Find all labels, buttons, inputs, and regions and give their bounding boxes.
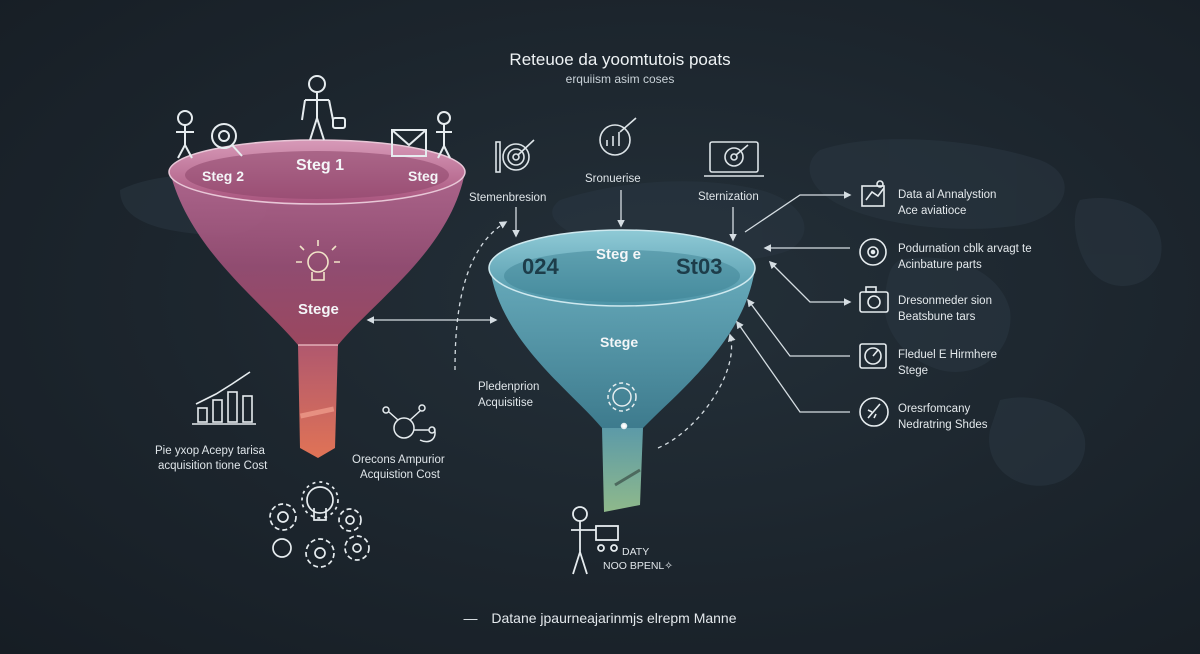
right-list-item-4-line-1: Fleduel E Hirmhere: [898, 349, 998, 361]
chart-person-icon: [861, 180, 885, 207]
right-list-item-1-line-2: Ace aviatioce: [898, 205, 967, 217]
person-icon-left: [176, 110, 243, 159]
chart-note-line-1: Pie yxop Acepy tarisa: [155, 445, 265, 457]
top-icon-label-3: Sternization: [698, 191, 759, 203]
gears-cluster-icon: [269, 481, 370, 568]
middle-text-line-2: Acquisitise: [478, 397, 533, 409]
footer-text: Datane jpaurneajarinmjs elrepm Manne: [491, 610, 737, 626]
left-funnel-label-right: Steg: [408, 168, 439, 184]
middle-text-line-1: Pledenprion: [478, 381, 540, 393]
laptop-target-icon: [704, 141, 764, 177]
right-list-item-2-line-1: Podurnation cblk arvagt te: [898, 243, 1032, 255]
top-icon-label-2: Sronuerise: [585, 173, 641, 185]
gauge-icon: [859, 343, 887, 369]
person-note-line-2: NOO BPENL✧: [603, 560, 674, 572]
right-list-item-4-line-2: Stege: [898, 365, 929, 377]
brain-network-icon: [382, 404, 436, 443]
dartboard-growth-icon: [599, 117, 637, 156]
footer-caption: — Datane jpaurneajarinmjs elrepm Manne: [0, 610, 1200, 626]
footer-dash: —: [463, 610, 478, 626]
right-funnel: [488, 229, 756, 512]
person-cart-icon: [571, 506, 619, 575]
right-list-item-5-line-1: Oresrfomcany: [898, 403, 971, 415]
left-funnel-label-center: Steg 1: [296, 157, 345, 174]
right-funnel-label-right: St03: [676, 254, 723, 279]
right-list-item-5-line-2: Nedratring Shdes: [898, 419, 988, 431]
disc-icon: [859, 238, 887, 266]
connector-arrows: [366, 190, 852, 449]
right-list-item-3-line-1: Dresonmeder sion: [898, 295, 992, 307]
diagram-subtitle: erquiism asim coses: [565, 72, 675, 86]
lightbulb-icon: [296, 240, 340, 281]
right-list-item-2-line-2: Acinbature parts: [898, 259, 982, 271]
brain-note-line-1: Orecons Ampurior: [352, 454, 445, 466]
right-funnel-label-center: Steg e: [596, 246, 642, 263]
person-icon-center: [301, 75, 346, 141]
brain-note-line-2: Acquistion Cost: [360, 469, 440, 481]
envelope-person-icon: [391, 111, 452, 159]
right-funnel-label-left: 024: [522, 254, 559, 279]
chart-note-line-2: acquisition tione Cost: [158, 460, 268, 472]
top-icon-label-1: Stemenbresion: [469, 192, 547, 204]
diagram-title: Reteuoe da yoomtutois poats: [509, 50, 731, 69]
rocket-icon: [859, 397, 889, 427]
gear-bulb-icon: [607, 382, 637, 430]
left-funnel-label-body: Stege: [298, 301, 339, 318]
growth-chart-icon: [192, 371, 256, 425]
right-funnel-label-body: Stege: [600, 334, 639, 350]
camera-icon: [859, 286, 889, 313]
right-list-item-3-line-2: Beatsbune tars: [898, 311, 976, 323]
target-icon: [495, 139, 535, 173]
person-note-line-1: DATY: [622, 546, 650, 558]
right-list-item-1-line-1: Data al Annalystion: [898, 189, 997, 201]
left-funnel-label-left: Steg 2: [202, 168, 245, 184]
